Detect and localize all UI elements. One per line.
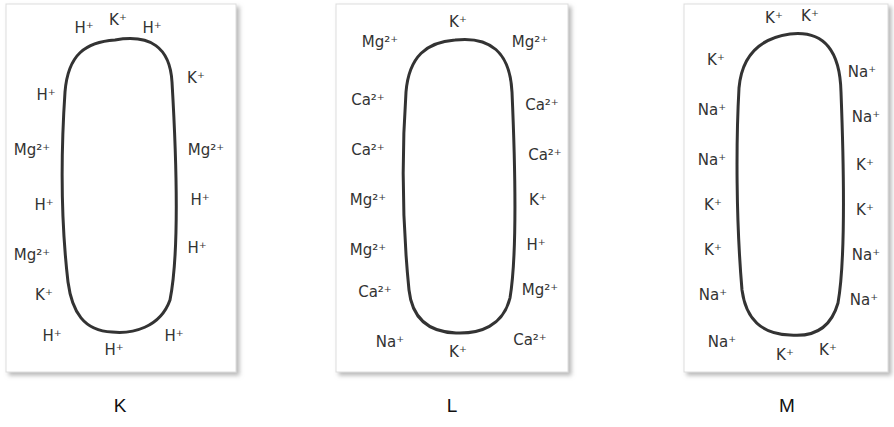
ion-label: K⁺ — [776, 348, 794, 363]
ion-label: H⁺ — [74, 21, 93, 36]
ion-label: Na⁺ — [852, 110, 880, 125]
ion-label: Mg²⁺ — [350, 243, 386, 258]
ion-label: K⁺ — [449, 345, 467, 360]
ion-label: Mg²⁺ — [512, 35, 548, 50]
ion-label: K⁺ — [449, 15, 467, 30]
ion-label: H⁺ — [526, 238, 545, 253]
panel-letter: K — [114, 396, 127, 415]
ion-label: Ca²⁺ — [351, 93, 385, 108]
ion-label: Na⁺ — [708, 335, 736, 350]
ion-label: Ca²⁺ — [358, 285, 392, 300]
ion-label: K⁺ — [529, 193, 547, 208]
ion-label: K⁺ — [856, 203, 874, 218]
ion-label: K⁺ — [765, 11, 783, 26]
panel-letter: L — [447, 396, 458, 415]
ion-label: H⁺ — [104, 343, 123, 358]
ion-label: Ca²⁺ — [525, 98, 559, 113]
ion-label: H⁺ — [164, 329, 183, 344]
ion-label: Na⁺ — [698, 153, 726, 168]
ion-label: Mg²⁺ — [14, 248, 50, 263]
ion-label: K⁺ — [707, 53, 725, 68]
ion-label: K⁺ — [35, 288, 53, 303]
ion-label: H⁺ — [190, 193, 209, 208]
ion-label: Mg²⁺ — [14, 143, 50, 158]
particle-outline — [62, 39, 176, 333]
ion-label: Mg²⁺ — [188, 143, 224, 158]
ion-label: K⁺ — [704, 243, 722, 258]
ion-label: K⁺ — [187, 71, 205, 86]
ion-label: K⁺ — [109, 13, 127, 28]
ion-label: Mg²⁺ — [522, 283, 558, 298]
panel-frame — [336, 4, 568, 372]
ion-label: Ca²⁺ — [513, 333, 547, 348]
panel-frame — [684, 4, 888, 372]
ion-label: Na⁺ — [698, 103, 726, 118]
ion-label: Na⁺ — [852, 248, 880, 263]
ion-label: Na⁺ — [848, 65, 876, 80]
ion-label: Na⁺ — [376, 335, 404, 350]
ion-label: K⁺ — [856, 158, 874, 173]
ion-label: K⁺ — [704, 198, 722, 213]
ion-label: K⁺ — [819, 343, 837, 358]
particle-outline — [737, 34, 844, 336]
panel-frame — [6, 4, 236, 372]
ion-label: H⁺ — [42, 329, 61, 344]
ion-label: Ca²⁺ — [528, 148, 562, 163]
ion-label: H⁺ — [36, 88, 55, 103]
ion-label: H⁺ — [34, 198, 53, 213]
panel-letter: M — [779, 396, 795, 415]
ion-label: H⁺ — [187, 241, 206, 256]
ion-label: Ca²⁺ — [351, 143, 385, 158]
ion-label: Mg²⁺ — [362, 35, 398, 50]
particle-outline — [403, 39, 515, 333]
ion-label: K⁺ — [801, 9, 819, 24]
ion-label: Na⁺ — [699, 288, 727, 303]
ion-label: H⁺ — [142, 21, 161, 36]
ion-label: Na⁺ — [850, 293, 878, 308]
ion-label: Mg²⁺ — [350, 193, 386, 208]
